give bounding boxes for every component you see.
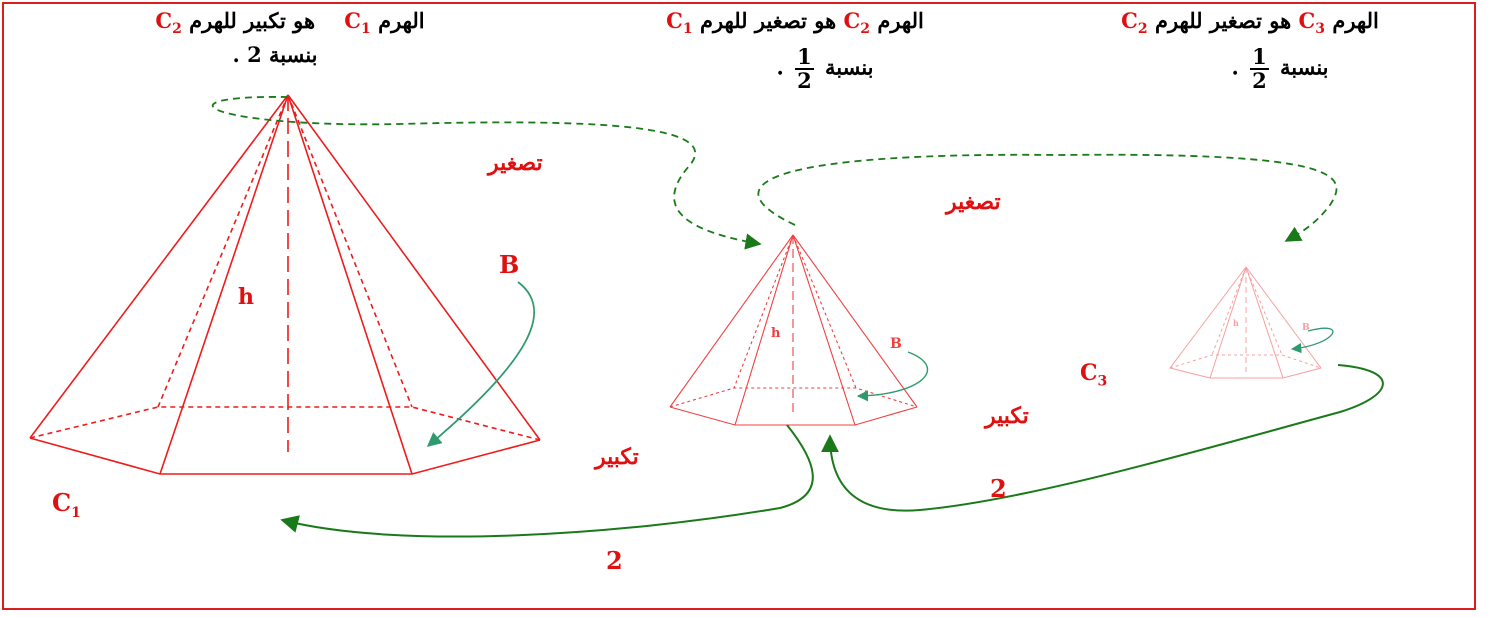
shrink-arrow-c1-c2 [212,96,762,250]
label-c1: C1 [52,488,81,521]
label-h-c1: h [238,284,254,310]
base-arrow-c3 [1290,327,1334,354]
caption-c1-ratio-word: بنسبة [269,42,318,68]
label-shrink-1: تصغير [488,150,543,176]
caption-c1-word: الهرم [378,8,425,33]
caption-c1: الهرم C1 هو تكبير للهرم C2 بنسبة 2 . [130,8,450,68]
caption-c3-word: الهرم [1332,8,1379,33]
caption-c3-text: هو تصغير للهرم [1154,8,1292,33]
caption-c2-dot: . [776,54,784,80]
label-b-c2: B [890,336,902,352]
enlarge-arrow-c2-c1 [280,424,814,538]
label-ratio-2-a: 2 [606,546,623,575]
caption-c3-ratio-word: بنسبة [1280,54,1329,80]
label-ratio-2-b: 2 [990,474,1007,503]
pyramid-c1 [29,94,541,475]
label-c3: C3 [1080,360,1108,390]
caption-c2-ratio-word: بنسبة [825,54,874,80]
base-arrow-c1 [426,281,535,447]
label-b-c1: B [499,250,520,279]
pyramid-c3 [1169,266,1322,379]
caption-c3-c2: C2 [1121,8,1148,38]
pyramid-c2 [669,234,918,426]
enlarge-arrow-c3-c2 [821,364,1384,512]
caption-c1-c2: C2 [155,8,182,38]
caption-c3-c3: C3 [1298,8,1325,38]
caption-c1-dot: . [232,42,240,68]
caption-c1-ratio: 2 [247,42,262,68]
caption-c2-c1: C1 [666,8,693,38]
caption-c2-text: هو تصغير للهرم [699,8,837,33]
caption-c2-c2: C2 [843,8,870,38]
label-h-c3: h [1233,318,1239,328]
caption-c3-dot: . [1231,54,1239,80]
label-enlarge-1: تكبير [595,444,639,470]
caption-c2-word: الهرم [877,8,924,33]
label-b-c3: B [1302,323,1310,333]
caption-c1-text: هو تكبير للهرم [189,8,316,33]
label-enlarge-2: تكبير [985,403,1029,429]
shrink-arrow-c2-c3 [757,153,1338,242]
caption-c1-c1: C1 [344,8,371,38]
label-h-c2: h [771,326,781,341]
label-shrink-2: تصغير [946,189,1001,215]
figure-frame [2,2,1476,610]
base-arrow-c2 [856,351,929,402]
